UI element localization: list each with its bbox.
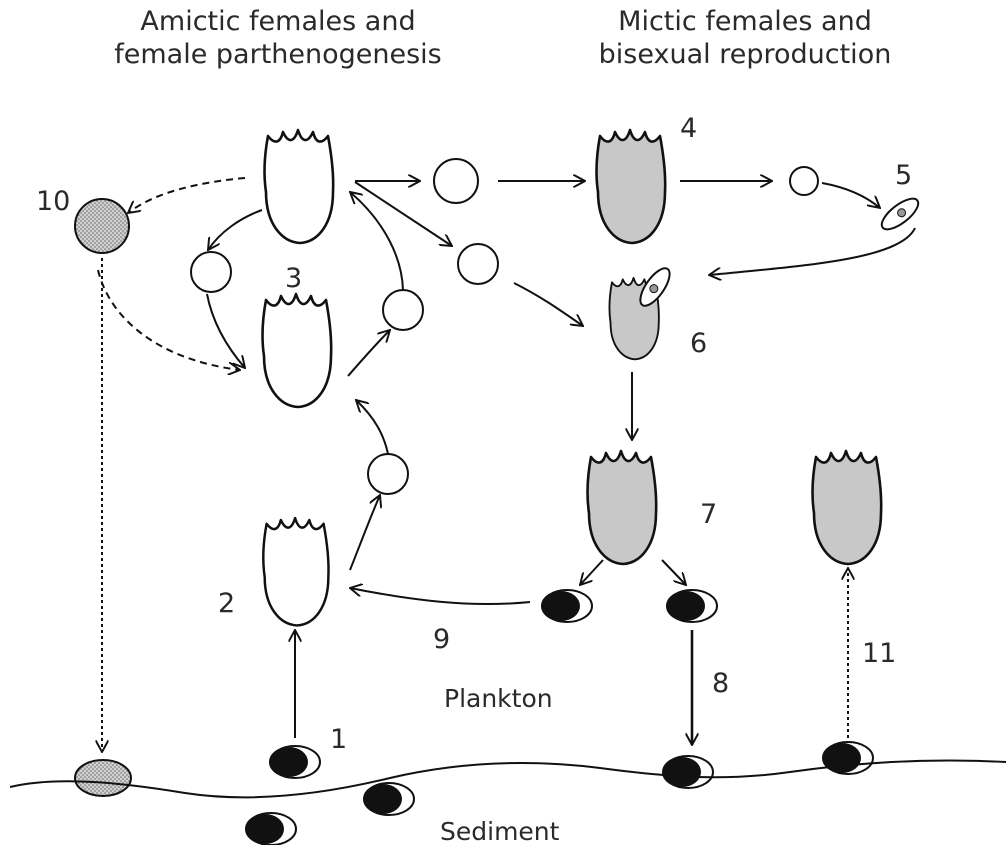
heading-right-line1: Mictic females and xyxy=(618,6,872,37)
step-number-7: 7 xyxy=(700,499,717,530)
arrow-egg-left-to-female xyxy=(207,294,245,368)
arrow-female-to-egg-right xyxy=(348,330,390,376)
hatched-female-11 xyxy=(813,451,882,564)
step-number-3: 3 xyxy=(285,263,302,294)
resting-egg-1 xyxy=(270,746,320,778)
zone-label-sediment: Sediment xyxy=(440,817,560,845)
step-number-11: 11 xyxy=(862,638,896,669)
arrow-female2-to-egg xyxy=(350,495,380,570)
arrow-haploid-egg-to-male xyxy=(822,183,880,208)
resting-egg-sediment-11 xyxy=(823,742,873,774)
arrow-female-to-egg-left xyxy=(208,210,262,250)
resting-egg-sediment-8 xyxy=(663,756,713,788)
mictic-female-7 xyxy=(588,451,657,564)
step-number-4: 4 xyxy=(680,113,697,144)
zone-label-plankton: Plankton xyxy=(444,684,553,713)
stippled-egg-sediment xyxy=(75,760,131,796)
arrow-resting-egg-to-female-2 xyxy=(350,588,530,604)
resting-egg-buried-1 xyxy=(364,783,414,815)
arrow-egg-to-young-mictic xyxy=(514,283,583,326)
egg-left-3 xyxy=(191,252,231,292)
egg-to-mictic xyxy=(434,159,478,203)
resting-egg-left-9 xyxy=(542,590,592,622)
arrow-female7-to-egg-left xyxy=(580,560,603,585)
egg-above-2 xyxy=(368,454,408,494)
arrow-male-to-young-mictic xyxy=(709,228,915,275)
amictic-female-2 xyxy=(263,518,328,625)
male-5 xyxy=(877,193,923,234)
egg-to-young-mictic xyxy=(458,244,498,284)
haploid-egg xyxy=(790,167,818,195)
heading-left-line2: female parthenogenesis xyxy=(114,39,442,70)
step-number-10: 10 xyxy=(36,186,70,217)
step-number-6: 6 xyxy=(690,328,707,359)
step-number-8: 8 xyxy=(712,668,729,699)
amictic-female-middle xyxy=(263,294,332,407)
resting-egg-right-8 xyxy=(667,590,717,622)
heading-right-line2: bisexual reproduction xyxy=(599,39,892,70)
step-number-5: 5 xyxy=(895,160,912,191)
step-number-2: 2 xyxy=(218,588,235,619)
arrow-egg-right-to-female xyxy=(350,192,403,290)
arrow-female7-to-egg-right xyxy=(662,560,686,585)
step-number-1: 1 xyxy=(330,724,347,755)
arrow-female-to-stippled-egg xyxy=(128,178,245,213)
resting-egg-buried-2 xyxy=(246,813,296,845)
arrow-egg-to-middle-female xyxy=(356,400,388,454)
stippled-egg-10 xyxy=(75,199,129,253)
mictic-female-4 xyxy=(597,130,666,243)
egg-right-3 xyxy=(383,290,423,330)
amictic-female-top xyxy=(265,130,334,243)
step-number-9: 9 xyxy=(433,624,450,655)
heading-left-line1: Amictic females and xyxy=(140,6,415,37)
